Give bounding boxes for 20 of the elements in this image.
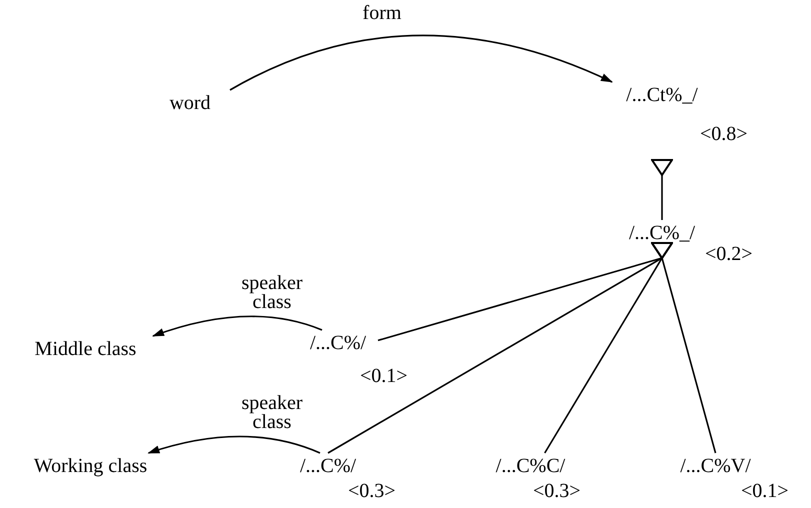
node-text: Working class [32, 454, 148, 479]
node-text: word [168, 91, 212, 116]
isa-link [651, 242, 716, 454]
node-text: Middle class [34, 337, 138, 362]
node-text: /...C%/ [308, 331, 368, 356]
curved-arrow [230, 34, 613, 91]
node-text: /...C%/ [298, 454, 358, 479]
node-text: /...C%C/ [494, 454, 566, 479]
curved-arrow [148, 436, 320, 454]
isa-link [651, 159, 673, 220]
node-text: /...C%V/ [679, 454, 752, 479]
node-text: /...C%_/ [628, 221, 696, 246]
probability-label: <0.3> [348, 479, 396, 503]
probability-label: <0.8> [700, 122, 748, 146]
curved-arrow [152, 316, 322, 337]
probability-label: <0.3> [533, 479, 581, 503]
probability-label: <0.2> [705, 242, 753, 266]
probability-label: <0.1> [360, 364, 408, 388]
probability-label: <0.1> [741, 479, 789, 503]
node-text: /...Ct%_/ [625, 83, 699, 108]
